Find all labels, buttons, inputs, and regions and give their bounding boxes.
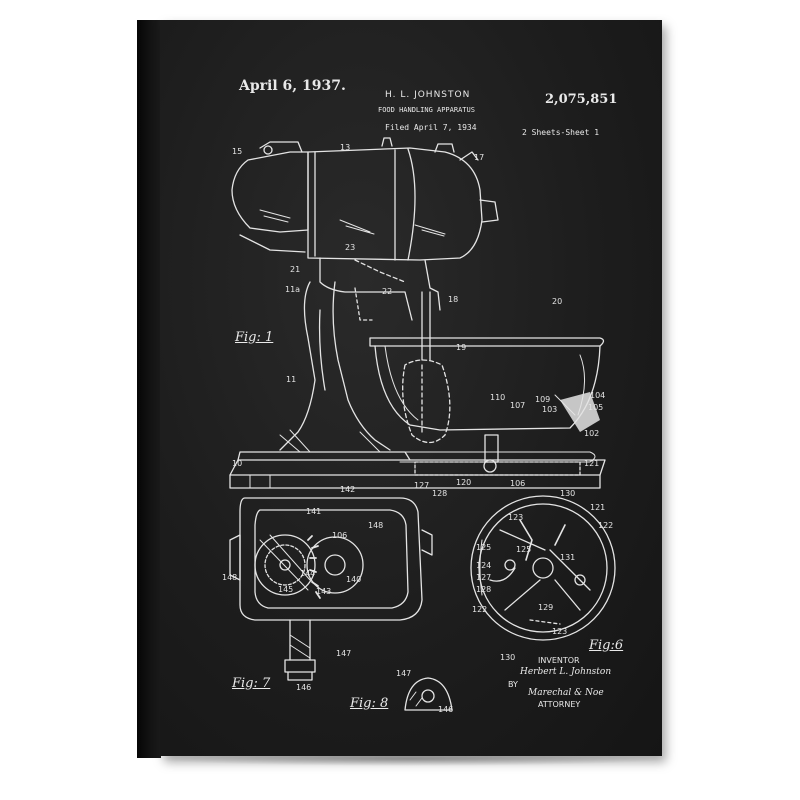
svg-text:11a: 11a [285, 285, 300, 294]
svg-text:121: 121 [584, 459, 599, 468]
patent-sheets: 2 Sheets-Sheet 1 [522, 128, 600, 137]
patent-title: FOOD HANDLING APPARATUS [378, 106, 475, 114]
svg-text:19: 19 [456, 343, 466, 352]
svg-text:107: 107 [510, 401, 525, 410]
svg-text:109: 109 [535, 395, 550, 404]
fig6-turntable-drawing [471, 496, 615, 640]
svg-text:102: 102 [584, 429, 599, 438]
svg-text:23: 23 [345, 243, 355, 252]
fig1-label: Fig: 1 [235, 330, 274, 345]
svg-text:148: 148 [368, 521, 383, 530]
svg-text:127: 127 [476, 573, 491, 582]
svg-text:15: 15 [232, 147, 242, 156]
fig7-gear-drawing [230, 498, 432, 680]
fig8-label: Fig: 8 [350, 696, 389, 711]
by-label: BY [508, 680, 518, 689]
svg-text:148: 148 [222, 573, 237, 582]
inventor-label: INVENTOR [538, 656, 580, 665]
svg-text:146: 146 [296, 683, 311, 692]
svg-text:146: 146 [438, 705, 453, 714]
svg-text:129: 129 [538, 603, 553, 612]
svg-text:106: 106 [332, 531, 347, 540]
svg-text:18: 18 [448, 295, 458, 304]
svg-text:13: 13 [340, 143, 350, 152]
patent-filed-date: Filed April 7, 1934 [385, 123, 477, 132]
svg-text:145: 145 [278, 585, 293, 594]
svg-text:123: 123 [552, 627, 567, 636]
svg-text:123: 123 [508, 513, 523, 522]
svg-text:121: 121 [590, 503, 605, 512]
svg-text:140: 140 [346, 575, 361, 584]
svg-text:131: 131 [560, 553, 575, 562]
svg-text:110: 110 [490, 393, 505, 402]
fig7-label: Fig: 7 [232, 676, 271, 691]
svg-text:103: 103 [542, 405, 557, 414]
svg-text:122: 122 [472, 605, 487, 614]
svg-text:106: 106 [510, 479, 525, 488]
svg-text:128: 128 [432, 489, 447, 498]
svg-text:143: 143 [316, 587, 331, 596]
fig8-dial-drawing [405, 678, 452, 710]
fig6-label: Fig:6 [589, 638, 624, 653]
svg-text:124: 124 [476, 561, 491, 570]
svg-text:21: 21 [290, 265, 300, 274]
attorney-label: ATTORNEY [538, 700, 581, 709]
svg-text:122: 122 [598, 521, 613, 530]
attorney-signature: Marechal & Noe [528, 688, 604, 698]
svg-text:125: 125 [476, 543, 491, 552]
fig1-mixer-drawing [230, 138, 605, 488]
patent-canvas: April 6, 1937. H. L. JOHNSTON 2,075,851 … [160, 20, 662, 756]
svg-text:10: 10 [232, 459, 242, 468]
patent-number: 2,075,851 [545, 92, 618, 107]
svg-text:147: 147 [336, 649, 351, 658]
svg-text:11: 11 [286, 375, 296, 384]
svg-text:120: 120 [456, 478, 471, 487]
svg-text:22: 22 [382, 287, 392, 296]
svg-text:105: 105 [588, 403, 603, 412]
svg-text:17: 17 [474, 153, 484, 162]
svg-text:147: 147 [396, 669, 411, 678]
patent-date: April 6, 1937. [239, 78, 346, 94]
svg-text:20: 20 [552, 297, 562, 306]
svg-text:130: 130 [560, 489, 575, 498]
canvas-side-edge [137, 20, 161, 758]
svg-text:127: 127 [414, 481, 429, 490]
svg-text:144: 144 [300, 569, 315, 578]
svg-text:130: 130 [500, 653, 515, 662]
patent-drawing: 15 13 17 23 21 11a 22 18 20 19 11 110 10… [222, 20, 662, 714]
patent-inventor-header: H. L. JOHNSTON [385, 90, 471, 100]
svg-text:141: 141 [306, 507, 321, 516]
svg-text:104: 104 [590, 391, 605, 400]
svg-text:125: 125 [516, 545, 531, 554]
svg-text:142: 142 [340, 485, 355, 494]
inventor-signature: Herbert L. Johnston [520, 667, 612, 677]
svg-text:128: 128 [476, 585, 491, 594]
